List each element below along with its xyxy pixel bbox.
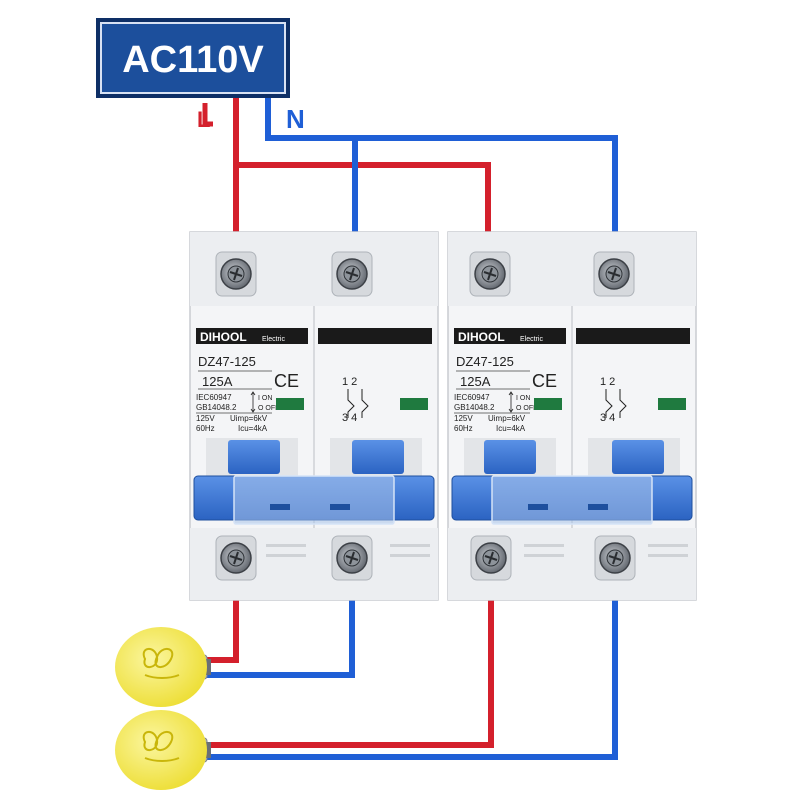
breaker-2-standard-2: GB14048.2 xyxy=(454,403,495,412)
live-hook xyxy=(202,103,213,127)
breaker-2-brand-suffix: Electric xyxy=(520,336,543,343)
breaker-2-icu: Icu=4kA xyxy=(496,424,526,433)
live-label: L xyxy=(197,107,210,132)
breaker-2-voltage: 125V xyxy=(454,414,473,423)
breaker-1-toggle-handle[interactable] xyxy=(228,440,280,474)
terminal-screw-icon xyxy=(215,251,257,297)
terminal-screw-icon xyxy=(470,535,512,581)
breaker-2-current: 125A xyxy=(460,374,491,389)
breaker-2-standard-1: IEC60947 xyxy=(454,393,490,402)
breaker-2-uimp: Uimp=6kV xyxy=(488,414,526,423)
terminal-screw-icon xyxy=(331,251,373,297)
breaker-2-brand: DIHOOL xyxy=(458,330,505,344)
breaker-1-current: 125A xyxy=(202,374,233,389)
breaker-2-terminals-top: 1 2 xyxy=(600,376,615,388)
pole-symbol-icon xyxy=(605,389,627,418)
terminal-screw-icon xyxy=(593,251,635,297)
light-bulb-icon xyxy=(115,710,211,790)
terminal-screw-icon xyxy=(215,535,257,581)
breaker-1-off-label: O OFF xyxy=(258,405,279,412)
supply-voltage: AC110V xyxy=(122,39,264,81)
pole-symbol-icon xyxy=(347,389,369,418)
neutral-wire-load-2 xyxy=(205,598,618,760)
breaker-1-model: DZ47-125 xyxy=(198,354,256,369)
breaker-1-terminals-top: 1 2 xyxy=(342,376,357,388)
breaker-1-brand-suffix: Electric xyxy=(262,336,285,343)
breaker-1-frequency: 60Hz xyxy=(196,424,215,433)
supply-badge: AC110V xyxy=(96,18,290,98)
breaker-2-ce-mark: CE xyxy=(532,371,557,391)
breaker-1-uimp: Uimp=6kV xyxy=(230,414,268,423)
breaker-1-brand: DIHOOL xyxy=(200,330,247,344)
live-wires xyxy=(202,98,494,748)
neutral-wire-supply xyxy=(265,98,618,238)
live-wire-load-2 xyxy=(205,598,494,748)
neutral-label: N xyxy=(286,104,305,134)
breaker-1-ce-mark: CE xyxy=(274,371,299,391)
live-wire-load-1 xyxy=(205,598,239,663)
breaker-1-voltage: 125V xyxy=(196,414,215,423)
breaker-1-on-label: I ON xyxy=(258,395,272,402)
live-wire-branch xyxy=(236,162,491,238)
breaker-1: DIHOOL Electric DZ47-125 125A CE IEC6094… xyxy=(189,231,439,601)
neutral-wires xyxy=(205,98,618,760)
switch-arrow-icon xyxy=(508,391,514,413)
breaker-2-toggle-handle[interactable] xyxy=(484,440,536,474)
light-bulb-icon xyxy=(115,627,211,707)
breaker-2-terminals-bottom: 3 4 xyxy=(600,412,615,424)
switch-arrow-icon xyxy=(250,391,256,413)
breaker-1-standard-2: GB14048.2 xyxy=(196,403,237,412)
breaker-2-frequency: 60Hz xyxy=(454,424,473,433)
terminal-screw-icon xyxy=(469,251,511,297)
breaker-1-terminals-bottom: 3 4 xyxy=(342,412,357,424)
breaker-1-standard-1: IEC60947 xyxy=(196,393,232,402)
neutral-wire-load-1 xyxy=(205,598,355,678)
breaker-2-on-label: I ON xyxy=(516,395,530,402)
terminal-screw-icon xyxy=(594,535,636,581)
breaker-1-icu: Icu=4kA xyxy=(238,424,268,433)
terminal-screw-icon xyxy=(331,535,373,581)
breaker-2: DIHOOL Electric DZ47-125 125A CE IEC6094… xyxy=(447,231,697,601)
breaker-2-model: DZ47-125 xyxy=(456,354,514,369)
breaker-2-off-label: O OFF xyxy=(516,405,537,412)
